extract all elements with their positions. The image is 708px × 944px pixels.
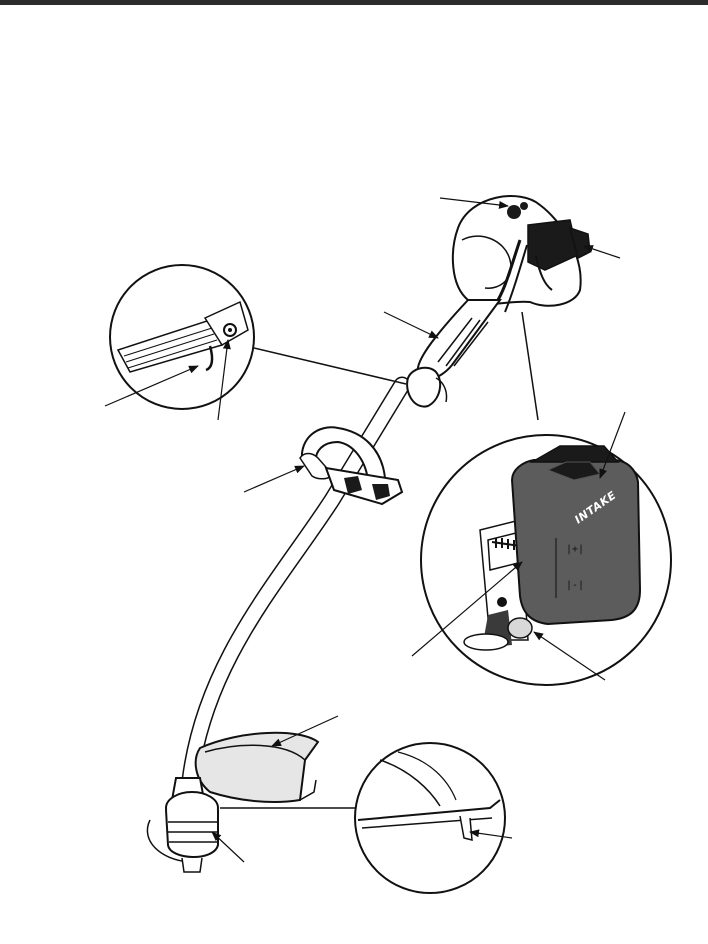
detail-throttle-circle [109,264,255,410]
leader-line [253,347,407,385]
choke-open-mark: |-| [566,580,584,591]
trimmer-head [146,777,219,873]
curved-shaft [181,376,411,789]
choke-closed-mark: |+| [566,544,584,555]
engine-housing [451,195,591,313]
leader-line [521,311,539,421]
rear-handle [406,299,502,408]
detail-intake-circle: INTAKE |+| |-| [420,434,672,686]
assist-handle [299,426,404,506]
debris-shield [194,731,320,803]
top-rule [0,0,708,5]
detail-cutter-circle [354,742,506,894]
callout-arrow-icon [104,197,626,863]
